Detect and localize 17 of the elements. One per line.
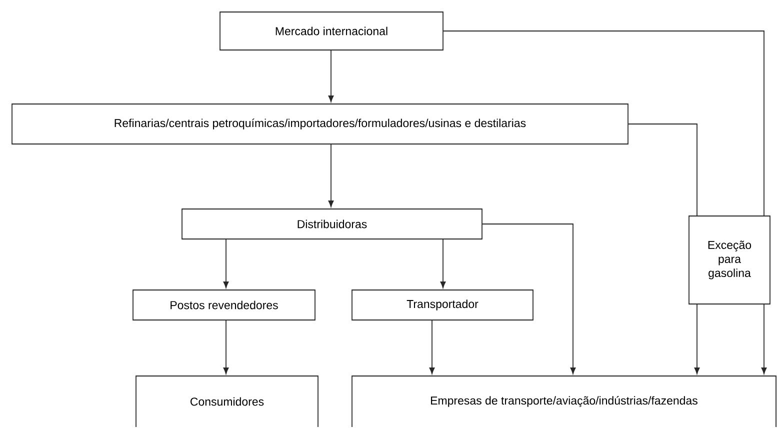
process-box: Refinarias/centrais petroquímicas/importadores/formuladores/usinas e destilarias	[12, 104, 628, 144]
process-box: Distribuidoras	[182, 208, 482, 240]
arrow	[694, 304, 700, 374]
arrow	[328, 144, 334, 208]
arrow	[328, 50, 334, 102]
process-box: Consumidores	[136, 376, 318, 428]
arrow	[440, 239, 446, 288]
process-box: Exceção para gasolina	[688, 216, 770, 304]
arrow	[482, 224, 576, 374]
arrow	[761, 304, 767, 374]
arrow	[223, 239, 229, 288]
process-box: Postos revendedores	[132, 290, 316, 320]
process-box: Mercado internacional	[220, 12, 444, 50]
process-box: Transportador	[352, 290, 534, 320]
arrow	[429, 320, 435, 374]
arrow	[223, 320, 229, 374]
process-box: Empresas de transporte/aviação/indústrias/fazendas	[352, 376, 776, 428]
